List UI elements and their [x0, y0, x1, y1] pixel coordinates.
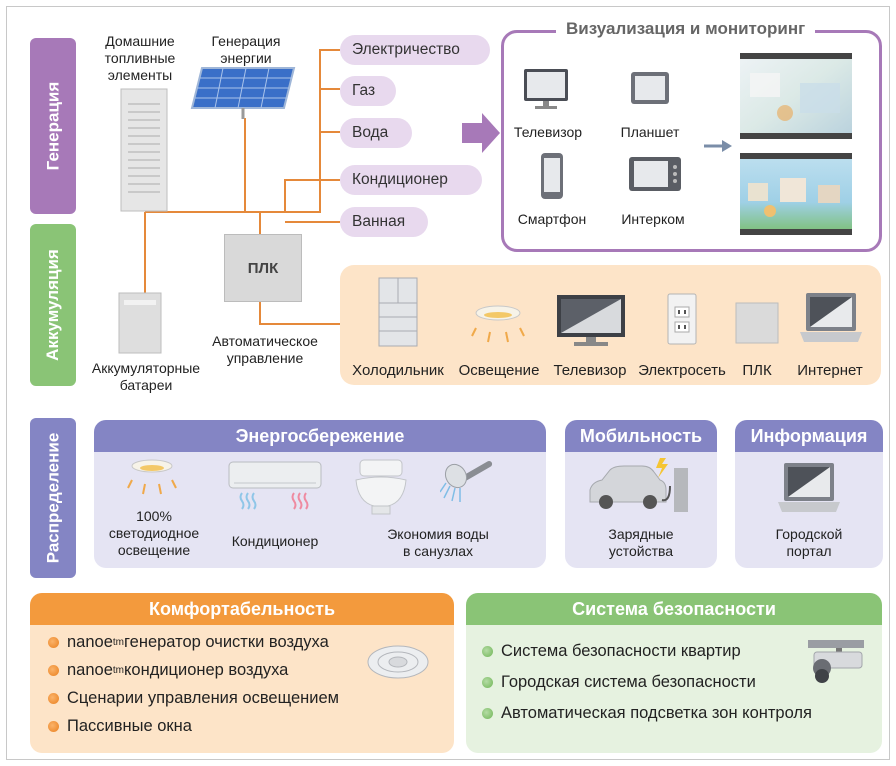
comfort-item: Сценарии управления освещением [48, 684, 339, 712]
bullet-icon [48, 636, 59, 648]
plc-device-icon [735, 302, 779, 344]
plc-label: ПЛК [247, 259, 279, 277]
appliance-internet-label: Интернет [797, 362, 863, 379]
tv-icon [524, 69, 568, 109]
pill-gas: Газ [340, 76, 396, 106]
laptop-icon [800, 293, 862, 342]
tab-distribution: Распределение [30, 418, 76, 578]
air-purifier-icon [367, 645, 429, 679]
appliance-grid-label: Электросеть [638, 362, 726, 379]
pill-water: Вода [340, 118, 412, 148]
intercom-icon [629, 157, 681, 191]
comfort-title: Комфортабельность [30, 593, 454, 625]
energy-conditioner-label: Кондиционер [231, 533, 319, 549]
arrow-right-icon [462, 113, 500, 153]
television-icon [557, 295, 625, 346]
device-tablet-label: Планшет [620, 124, 680, 140]
tablet-icon [631, 72, 669, 104]
fridge-icon [378, 277, 418, 347]
pill-conditioner: Кондиционер [340, 165, 482, 195]
bullet-icon [48, 720, 59, 732]
smartphone-icon [541, 153, 563, 199]
device-smartphone-label: Смартфон [517, 211, 587, 227]
comfort-item: Пассивные окна [48, 712, 339, 740]
appliance-tv-label: Телевизор [553, 362, 627, 379]
air-conditioner-icon [228, 461, 322, 510]
diagram-frame [6, 6, 890, 760]
tab-generation: Генерация [30, 38, 76, 214]
led-light-icon [127, 459, 177, 495]
ev-charger-icon [589, 458, 688, 512]
security-title: Система безопасности [466, 593, 882, 625]
appliance-fridge-label: Холодильник [352, 362, 444, 379]
security-item: Система безопасности квартир [482, 636, 812, 667]
bullet-icon [482, 708, 493, 719]
arrow-to-screens-icon [704, 140, 732, 152]
pill-electricity: Электричество [340, 35, 490, 65]
bullet-icon [482, 677, 493, 688]
screen-preview-1 [740, 53, 852, 139]
appliance-light-label: Освещение [458, 362, 540, 379]
power-outlet-icon [667, 293, 697, 345]
appliance-plc-label: ПЛК [742, 362, 772, 379]
security-item: Городская система безопасности [482, 667, 812, 698]
device-tv-label: Телевизор [513, 124, 583, 140]
security-camera-icon [808, 640, 864, 683]
security-list: Система безопасности квартир Городская с… [482, 636, 812, 729]
tab-accumulation: Аккумуляция [30, 224, 76, 386]
ceiling-light-icon [471, 305, 525, 343]
bullet-icon [48, 664, 59, 676]
toilet-icon [355, 459, 407, 515]
shower-head-icon [440, 461, 493, 502]
device-intercom-label: Интерком [621, 211, 685, 227]
solar-panel-icon [190, 67, 296, 119]
energy-saving-title: Энергосбережение [94, 420, 546, 452]
bullet-icon [48, 692, 59, 704]
fuel-cell-icon [120, 88, 168, 212]
portal-laptop-icon [778, 463, 840, 512]
security-item: Автоматическая подсветка зон контроля [482, 698, 812, 729]
information-title: Информация [735, 420, 883, 452]
bullet-icon [482, 646, 493, 657]
monitoring-title: Визуализация и мониторинг [556, 19, 816, 39]
mobility-title: Мобильность [565, 420, 717, 452]
screen-preview-2 [740, 153, 852, 235]
pill-bathroom: Ванная [340, 207, 428, 237]
plc-box: ПЛК [224, 234, 302, 302]
battery-icon [118, 292, 162, 354]
